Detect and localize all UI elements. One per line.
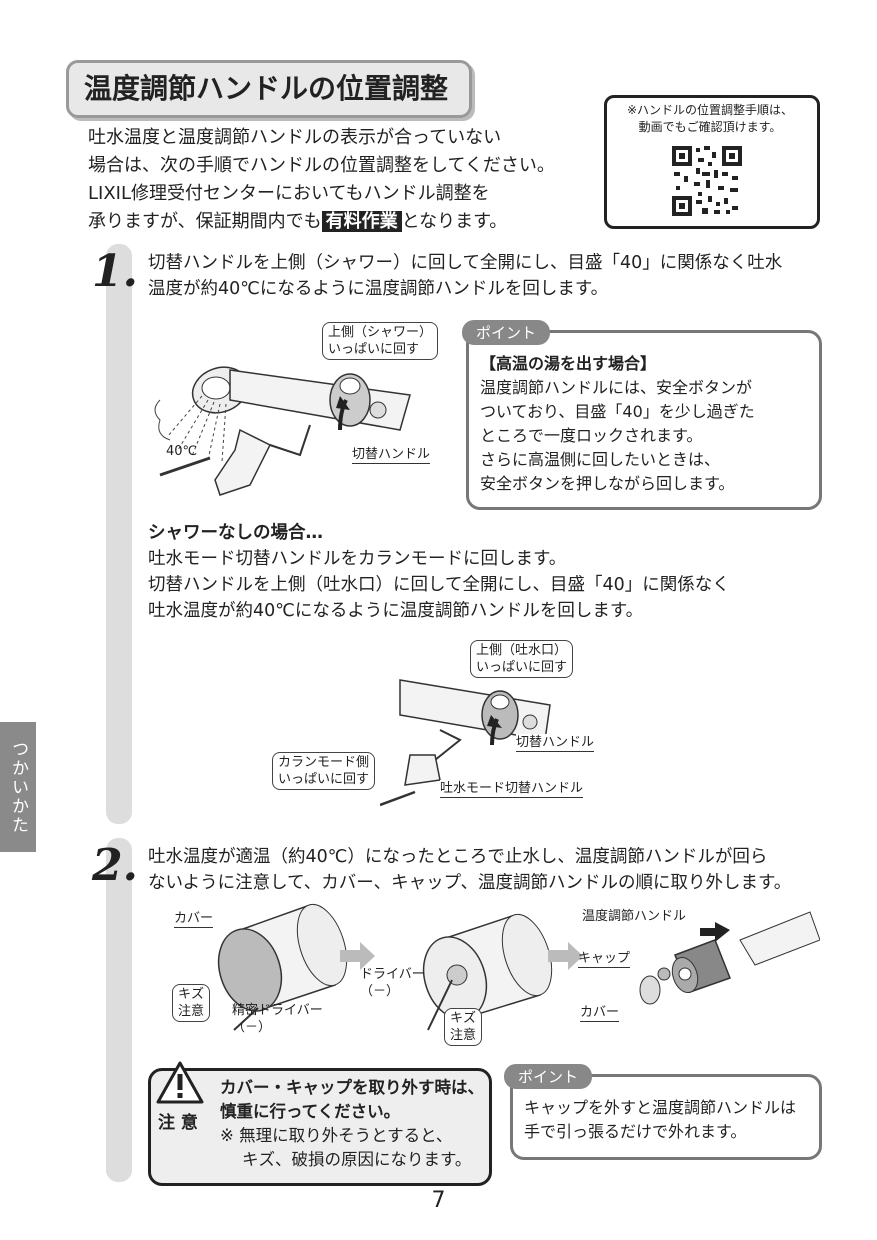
karan-mode-callout: カランモード側 いっぱいに回す xyxy=(272,752,376,790)
caution-text: カバー・キャップを取り外す時は、 慎重に行ってください。 ※ 無理に取り外そうと… xyxy=(220,1076,484,1172)
page-title: 温度調節ハンドルの位置調整 xyxy=(84,72,449,105)
point-line-5: 安全ボタンを押しながら回します。 xyxy=(480,474,735,493)
caution-line-1: カバー・キャップを取り外す時は、 xyxy=(220,1078,484,1097)
qr-note: ※ハンドルの位置調整手順は、 動画でもご確認頂けます。 xyxy=(612,102,808,136)
precision-driver-line-2: （－） xyxy=(232,1020,272,1035)
scratch-caution-1-line-1: キズ xyxy=(178,987,205,1002)
karan-mode-callout-line-1: カランモード側 xyxy=(278,755,370,770)
shower-up-callout: 上側（シャワー） いっぱいに回す xyxy=(322,322,439,360)
temp-40-label: 40℃ xyxy=(166,444,198,459)
cover-label-2: カバー xyxy=(580,1005,620,1022)
driver-label: ドライバー （－） xyxy=(360,966,425,1000)
qr-note-line-2: 動画でもご確認頂けます。 xyxy=(638,120,782,134)
intro-line-2: 場合は、次の手順でハンドルの位置調整をしてください。 xyxy=(88,155,555,176)
intro-line-4: 承りますが、保証期間内でも有料作業となります。 xyxy=(88,208,555,236)
no-shower-line-3: 吐水温度が約40℃になるように温度調節ハンドルを回します。 xyxy=(148,601,644,621)
step-1-line-1: 切替ハンドルを上側（シャワー）に回して全開にし、目盛「40」に関係なく吐水 xyxy=(148,253,783,273)
intro-line-4a: 承りますが、保証期間内でも xyxy=(88,211,322,232)
step-2-number: 2. xyxy=(92,840,138,891)
karan-mode-callout-line-2: いっぱいに回す xyxy=(278,772,370,787)
point2-line-1: キャップを外すと温度調節ハンドルは xyxy=(524,1098,797,1117)
caution-line-2: 慎重に行ってください。 xyxy=(220,1102,401,1121)
caution-line-3: ※ 無理に取り外そうとすると、 xyxy=(220,1126,453,1145)
mode-switch-handle-label: 吐水モード切替ハンドル xyxy=(440,780,584,798)
faucet-karan-illustration xyxy=(380,679,551,807)
driver-label-line-1: ドライバー xyxy=(360,967,425,982)
precision-driver-line-1: 精密ドライバー xyxy=(232,1003,323,1018)
step-1-number: 1. xyxy=(92,246,138,297)
cap-label: キャップ xyxy=(578,951,631,968)
step-2-line-2: ないように注意して、カバー、キャップ、温度調節ハンドルの順に取り外します。 xyxy=(148,873,792,893)
intro-line-3: LIXIL修理受付センターにおいてもハンドル調整を xyxy=(88,183,490,204)
scratch-caution-2: キズ 注意 xyxy=(444,1008,483,1046)
scratch-caution-2-line-1: キズ xyxy=(450,1011,477,1026)
point-line-2: ついており、目盛「40」を少し過ぎた xyxy=(480,402,755,421)
side-tab-usage: つかいかた xyxy=(0,722,36,852)
intro-text: 吐水温度と温度調節ハンドルの表示が合っていない 場合は、次の手順でハンドルの位置… xyxy=(88,124,555,236)
temp-handle-label: 温度調節ハンドル xyxy=(582,909,687,924)
caution-label: 注 意 xyxy=(158,1113,198,1133)
no-shower-line-1: 吐水モード切替ハンドルをカランモードに回します。 xyxy=(148,549,567,569)
spout-up-callout: 上側（吐水口） いっぱいに回す xyxy=(470,640,574,678)
step-1-text: 切替ハンドルを上側（シャワー）に回して全開にし、目盛「40」に関係なく吐水 温度… xyxy=(148,250,782,302)
point-tag-2: ポイント xyxy=(504,1064,593,1089)
point-heading-1: 【高温の湯を出す場合】 xyxy=(480,354,657,373)
point-line-4: さらに高温側に回したいときは、 xyxy=(480,450,721,469)
intro-line-4b: となります。 xyxy=(401,211,508,232)
step-1-bar xyxy=(106,244,132,824)
step-2-line-1: 吐水温度が適温（約40℃）になったところで止水し、温度調節ハンドルが回ら xyxy=(148,847,768,867)
point-line-3: ところで一度ロックされます。 xyxy=(480,426,703,445)
caution-line-4: キズ、破損の原因になります。 xyxy=(242,1150,472,1169)
page-number: 7 xyxy=(431,1188,446,1213)
point-tag-1: ポイント xyxy=(462,320,551,345)
point-body-2: キャップを外すと温度調節ハンドルは 手で引っ張るだけで外れます。 xyxy=(524,1096,796,1144)
spout-up-callout-line-2: いっぱいに回す xyxy=(476,660,568,675)
step-2-bar xyxy=(106,838,132,1182)
warning-triangle-icon xyxy=(156,1061,204,1104)
caution-box xyxy=(148,1068,492,1186)
point-line-1: 温度調節ハンドルには、安全ボタンが xyxy=(480,378,753,397)
precision-driver-label: 精密ドライバー （－） xyxy=(232,1002,323,1036)
shower-up-callout-line-2: いっぱいに回す xyxy=(328,342,420,357)
scratch-caution-1: キズ 注意 xyxy=(172,984,211,1022)
no-shower-heading: シャワーなしの場合… xyxy=(148,523,323,543)
spout-up-callout-line-1: 上側（吐水口） xyxy=(476,643,568,658)
no-shower-section: シャワーなしの場合… 吐水モード切替ハンドルをカランモードに回します。 切替ハン… xyxy=(148,520,730,624)
no-shower-line-2: 切替ハンドルを上側（吐水口）に回して全開にし、目盛「40」に関係なく xyxy=(148,575,730,595)
driver-label-line-2: （－） xyxy=(360,984,400,999)
disassembly-illustration xyxy=(217,903,820,1031)
switch-handle-label-2: 切替ハンドル xyxy=(516,734,595,752)
scratch-caution-1-line-2: 注意 xyxy=(178,1004,205,1019)
step-1-line-2: 温度が約40℃になるように温度調節ハンドルを回します。 xyxy=(148,279,609,299)
switch-handle-label: 切替ハンドル xyxy=(352,446,431,464)
point2-line-2: 手で引っ張るだけで外れます。 xyxy=(524,1122,747,1141)
paid-work-badge: 有料作業 xyxy=(321,211,402,232)
title-banner xyxy=(66,60,472,118)
point-body-1: 【高温の湯を出す場合】 温度調節ハンドルには、安全ボタンが ついており、目盛「4… xyxy=(480,352,755,496)
step-2-text: 吐水温度が適温（約40℃）になったところで止水し、温度調節ハンドルが回ら ないよ… xyxy=(148,844,791,896)
qr-note-line-1: ※ハンドルの位置調整手順は、 xyxy=(626,103,794,117)
cover-label: カバー xyxy=(174,910,214,928)
qr-code-icon[interactable] xyxy=(672,146,742,216)
scratch-caution-2-line-2: 注意 xyxy=(450,1028,477,1043)
intro-line-1: 吐水温度と温度調節ハンドルの表示が合っていない xyxy=(88,127,502,148)
point-box-high-temp xyxy=(466,330,822,510)
shower-up-callout-line-1: 上側（シャワー） xyxy=(328,325,433,340)
faucet-shower-illustration xyxy=(154,366,411,496)
